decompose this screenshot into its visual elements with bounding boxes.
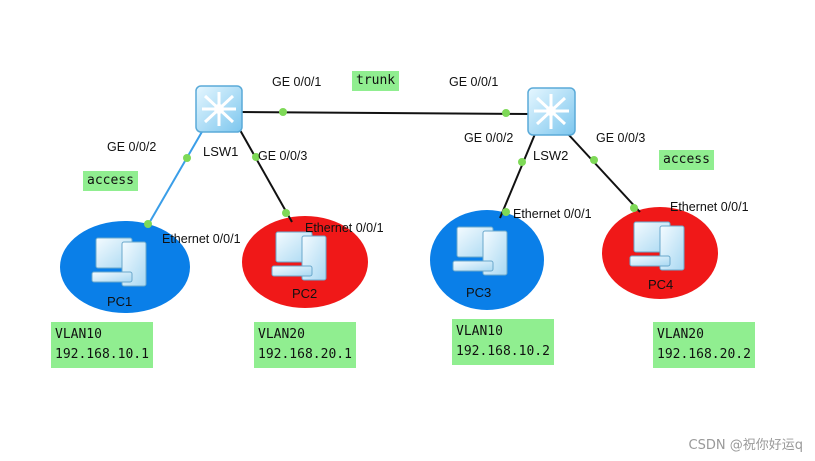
pc3-vlan: VLAN10 xyxy=(456,322,550,342)
port-dot xyxy=(518,158,526,166)
pc2-port-eth: Ethernet 0/0/1 xyxy=(305,221,384,235)
port-dot xyxy=(630,204,638,212)
lsw2-port-g1: GE 0/0/1 xyxy=(449,75,498,89)
pc3-info: VLAN10 192.168.10.2 xyxy=(452,319,554,365)
pc4-info: VLAN20 192.168.20.2 xyxy=(653,322,755,368)
pc1-info: VLAN10 192.168.10.1 xyxy=(51,322,153,368)
lsw1-port-g2: GE 0/0/2 xyxy=(107,140,156,154)
lsw2-port-g3: GE 0/0/3 xyxy=(596,131,645,145)
switch-icon xyxy=(528,88,575,135)
pc4-ip: 192.168.20.2 xyxy=(657,345,751,365)
pc2-info: VLAN20 192.168.20.1 xyxy=(254,322,356,368)
lsw1-port-g3: GE 0/0/3 xyxy=(258,149,307,163)
pc1-port-eth: Ethernet 0/0/1 xyxy=(162,232,241,246)
lsw1-label: LSW1 xyxy=(203,144,238,159)
pc3-label: PC3 xyxy=(466,285,491,300)
port-dot xyxy=(502,208,510,216)
pc1-vlan: VLAN10 xyxy=(55,325,149,345)
watermark: CSDN @祝你好运q xyxy=(689,434,803,453)
access-tag-right: access xyxy=(659,150,714,170)
pc-icon xyxy=(272,232,326,280)
pc1-label: PC1 xyxy=(107,294,132,309)
switch-icon xyxy=(196,86,242,132)
pc-icon xyxy=(453,227,507,275)
pc2-vlan: VLAN20 xyxy=(258,325,352,345)
pc-icon xyxy=(92,238,146,286)
pc1-ip: 192.168.10.1 xyxy=(55,345,149,365)
pc2-ip: 192.168.20.1 xyxy=(258,345,352,365)
pc3-port-eth: Ethernet 0/0/1 xyxy=(513,207,592,221)
access-tag-left: access xyxy=(83,171,138,191)
port-dot xyxy=(279,108,287,116)
pc3-ip: 192.168.10.2 xyxy=(456,342,550,362)
lsw2-label: LSW2 xyxy=(533,148,568,163)
lsw2-port-g2: GE 0/0/2 xyxy=(464,131,513,145)
pc4-label: PC4 xyxy=(648,277,673,292)
link-lsw2-pc3 xyxy=(500,134,535,218)
port-dot xyxy=(282,209,290,217)
pc4-vlan: VLAN20 xyxy=(657,325,751,345)
link-lsw2-pc4 xyxy=(568,134,640,212)
lsw1-port-g1: GE 0/0/1 xyxy=(272,75,321,89)
port-dot xyxy=(144,220,152,228)
link-lsw1-pc2 xyxy=(240,130,292,222)
pc4-port-eth: Ethernet 0/0/1 xyxy=(670,200,749,214)
port-dot xyxy=(502,109,510,117)
port-dot xyxy=(590,156,598,164)
pc-icon xyxy=(630,222,684,270)
pc2-label: PC2 xyxy=(292,286,317,301)
trunk-tag: trunk xyxy=(352,71,399,91)
port-dot xyxy=(183,154,191,162)
